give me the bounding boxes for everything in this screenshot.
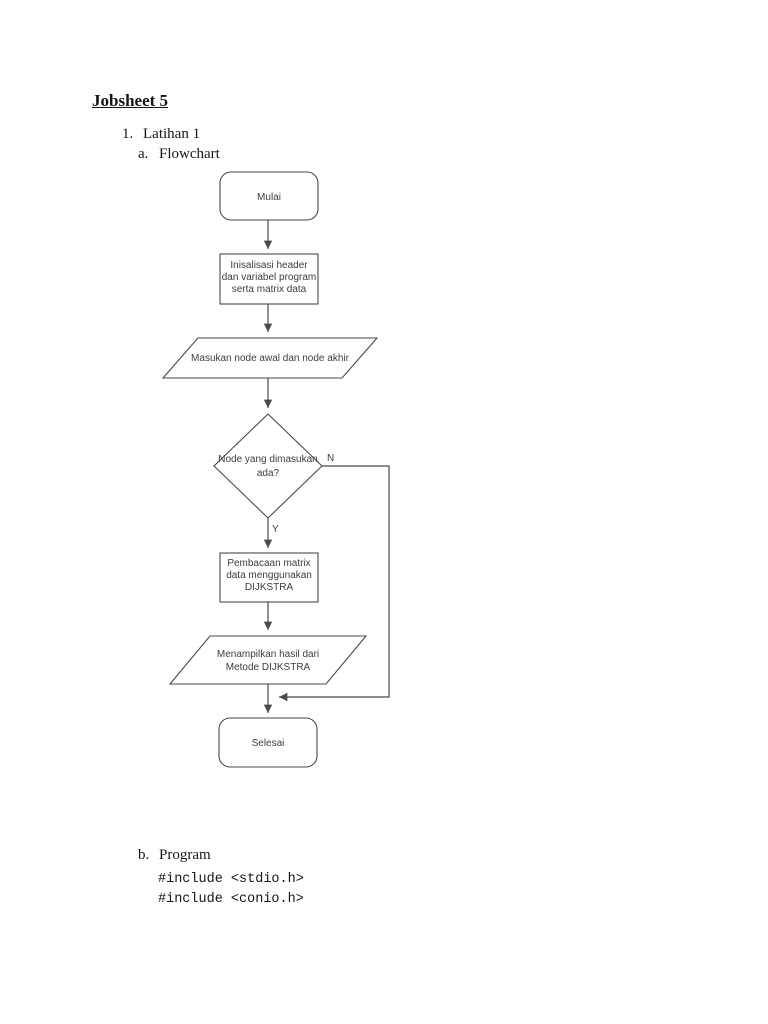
start-terminator	[219, 171, 319, 221]
io2-line2: Metode DIJKSTRA	[226, 662, 311, 673]
list-item-latihan-number: 1.	[122, 126, 134, 142]
process2-line3: DIJKSTRA	[245, 582, 294, 593]
list-item-program: b. Program	[138, 847, 211, 864]
process1-line2: dan variabel program	[222, 272, 317, 283]
process2-line2: data menggunakan	[226, 570, 312, 581]
list-item-flowchart: a. Flowchart	[138, 146, 220, 163]
io2-line1: Menampilkan hasil dari	[217, 649, 319, 660]
page-title: Jobsheet 5	[92, 91, 169, 110]
decision-no-label: N	[327, 453, 334, 464]
decision-yes-label: Y	[272, 524, 279, 535]
end-terminator	[218, 717, 318, 768]
decision-line2: ada?	[257, 468, 280, 479]
process2-line1: Pembacaan matrix	[227, 558, 310, 569]
list-item-flowchart-number: a.	[138, 146, 149, 162]
process2-box	[219, 552, 319, 603]
decision-line1: Node yang dimasukan	[218, 454, 318, 465]
code-line-include-stdio: #include <stdio.h>	[158, 872, 304, 887]
list-item-program-label: Program	[159, 847, 211, 863]
list-item-program-number: b.	[138, 847, 150, 863]
decision-diamond	[213, 413, 323, 519]
io1-label: Masukan node awal dan node akhir	[191, 353, 350, 364]
list-item-latihan-label: Latihan 1	[143, 126, 201, 142]
process1-line1: Inisalisasi header	[230, 260, 308, 271]
process1-line3: serta matrix data	[232, 284, 307, 295]
list-item-latihan: 1. Latihan 1	[122, 126, 200, 143]
io2-parallelogram	[168, 635, 368, 685]
code-line-include-conio: #include <conio.h>	[158, 892, 304, 907]
start-label: Mulai	[257, 192, 281, 203]
io1-parallelogram	[161, 337, 379, 379]
process1-box	[219, 253, 319, 305]
end-label: Selesai	[252, 738, 285, 749]
connector-no-branch	[279, 465, 390, 702]
list-item-flowchart-label: Flowchart	[159, 146, 220, 162]
